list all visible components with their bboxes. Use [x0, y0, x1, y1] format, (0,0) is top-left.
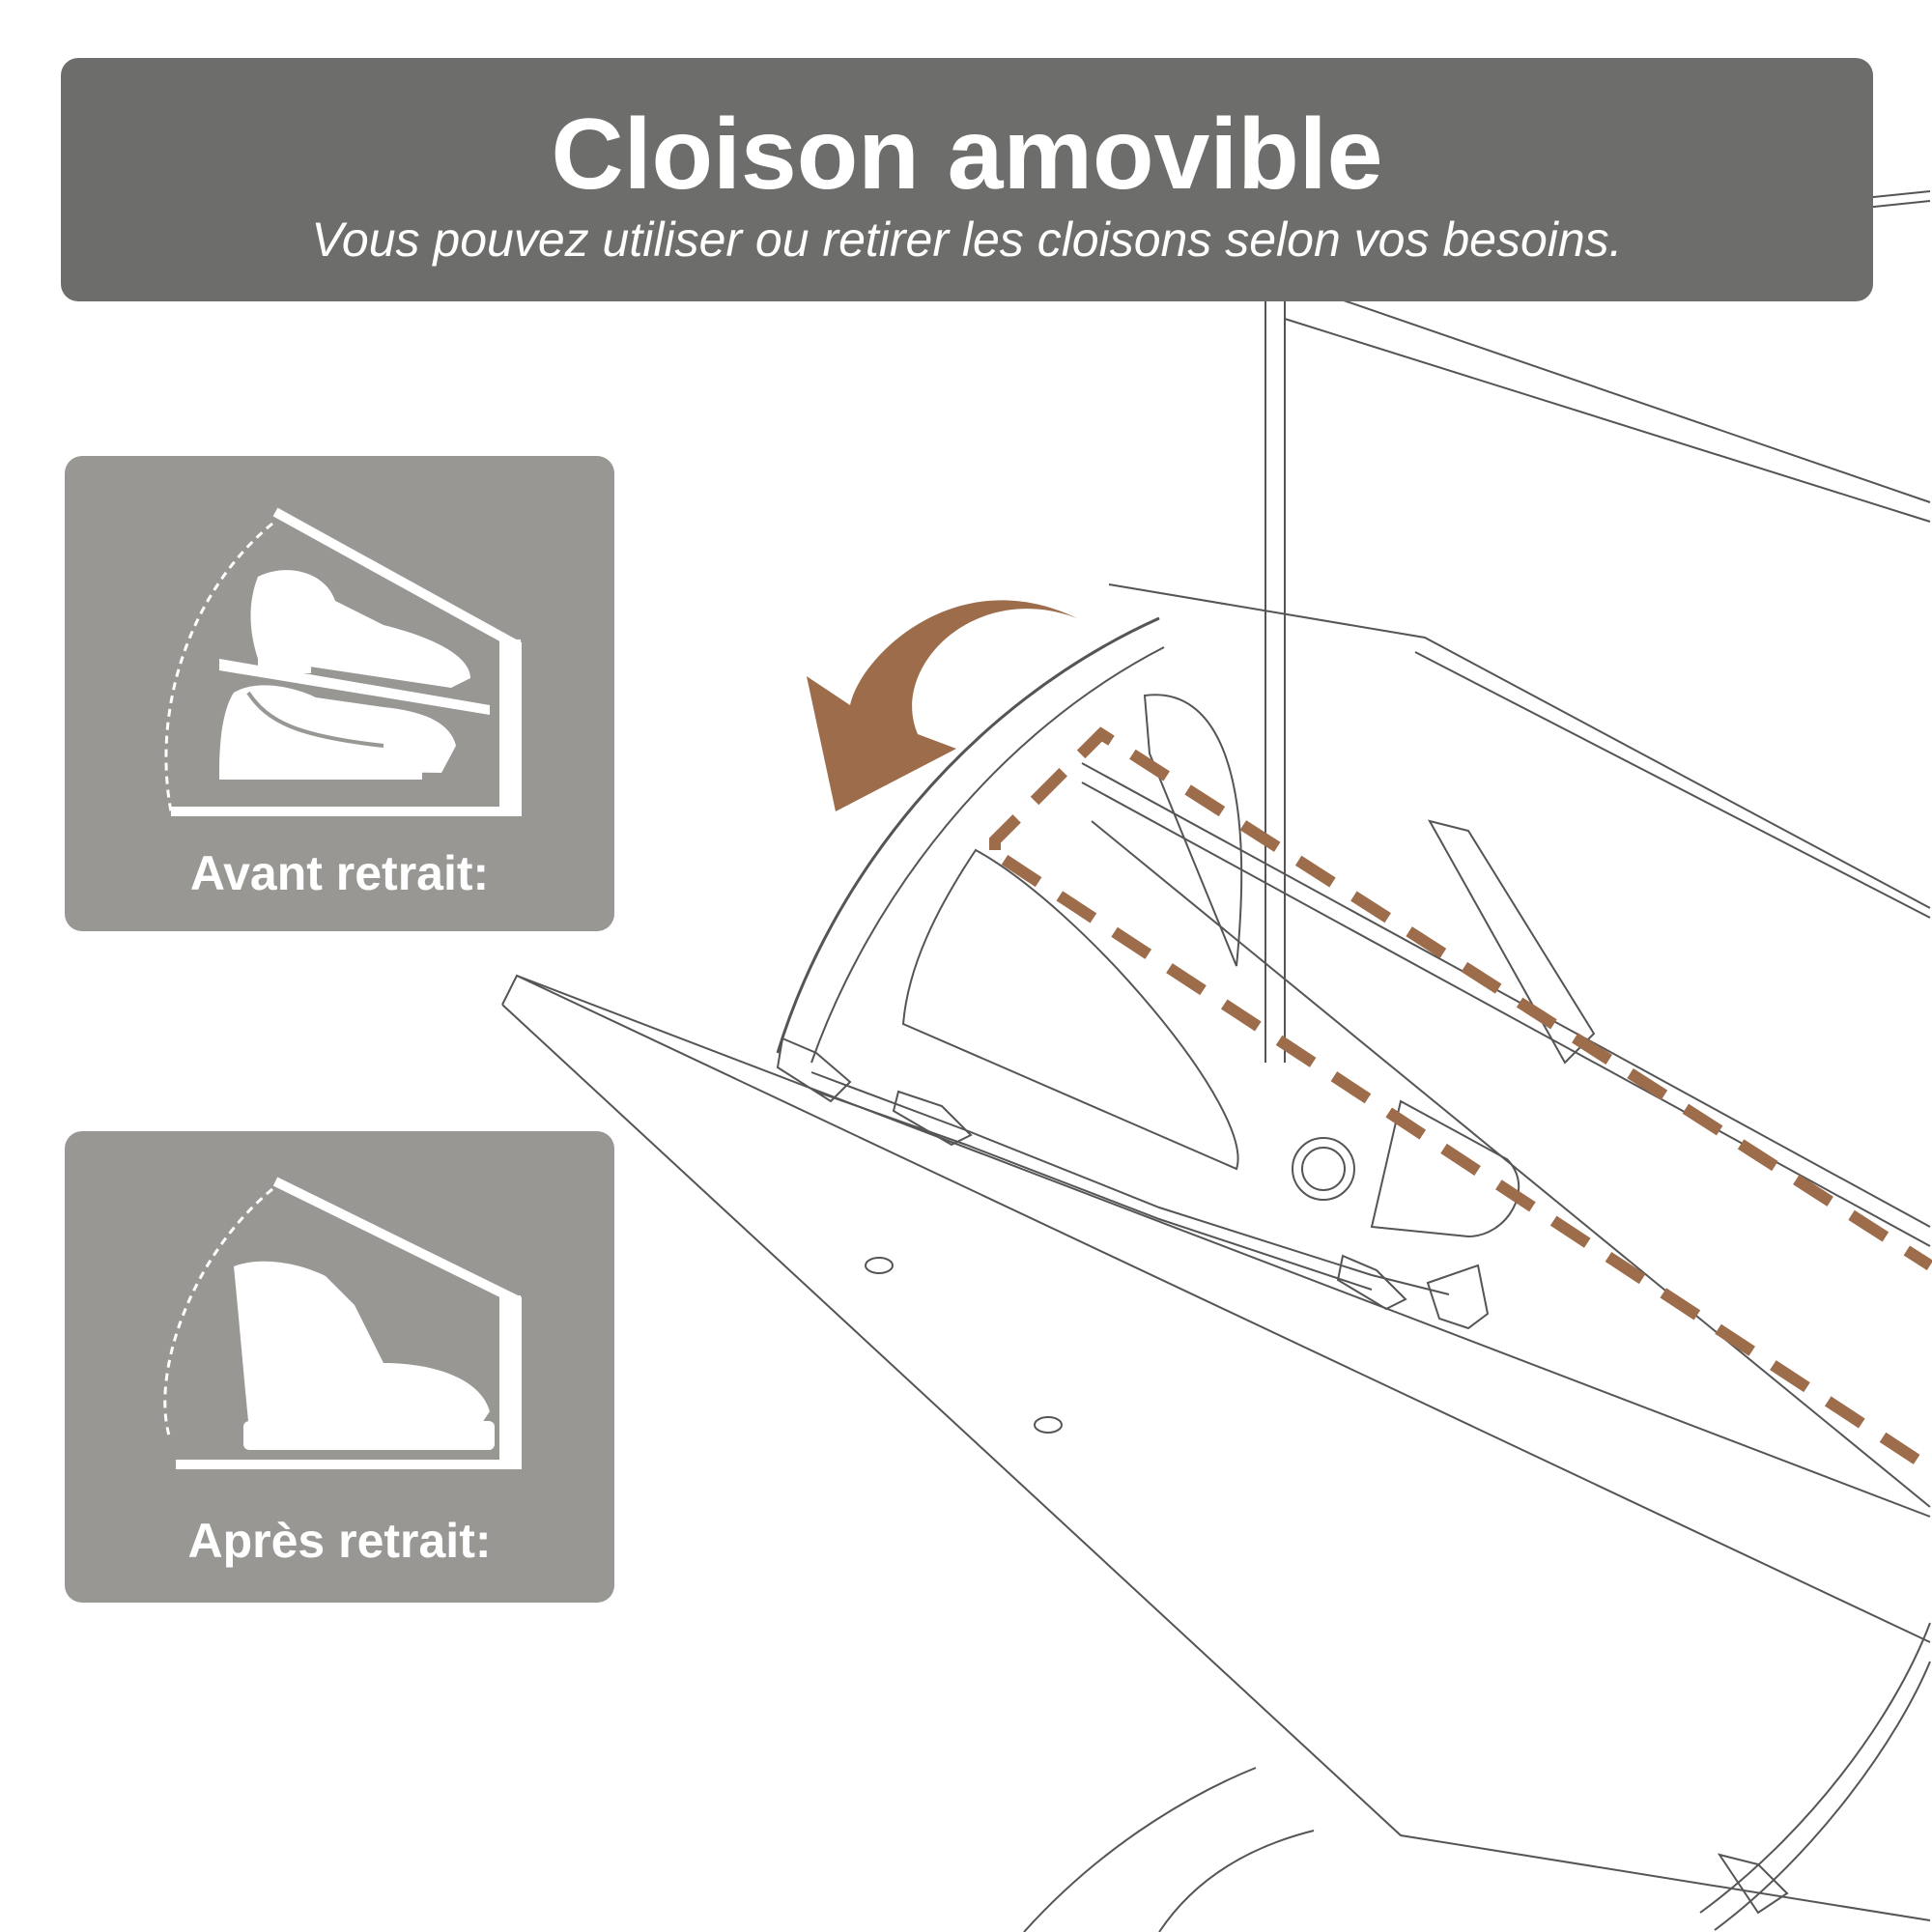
header-banner: Cloison amovible Vous pouvez utiliser ou…: [61, 58, 1873, 301]
page-title: Cloison amovible: [551, 99, 1383, 211]
divider-outline: [989, 726, 1932, 1474]
rotate-arrow-icon: [807, 600, 1077, 811]
before-removal-card: [65, 456, 614, 931]
page-subtitle: Vous pouvez utiliser ou retirer les cloi…: [311, 213, 1623, 267]
two-shoes-with-divider-icon: [164, 507, 522, 816]
boot-without-divider-icon: [163, 1177, 522, 1469]
after-removal-label: Après retrait:: [187, 1514, 492, 1568]
after-removal-card: [65, 1131, 614, 1603]
before-removal-label: Avant retrait:: [189, 846, 490, 900]
